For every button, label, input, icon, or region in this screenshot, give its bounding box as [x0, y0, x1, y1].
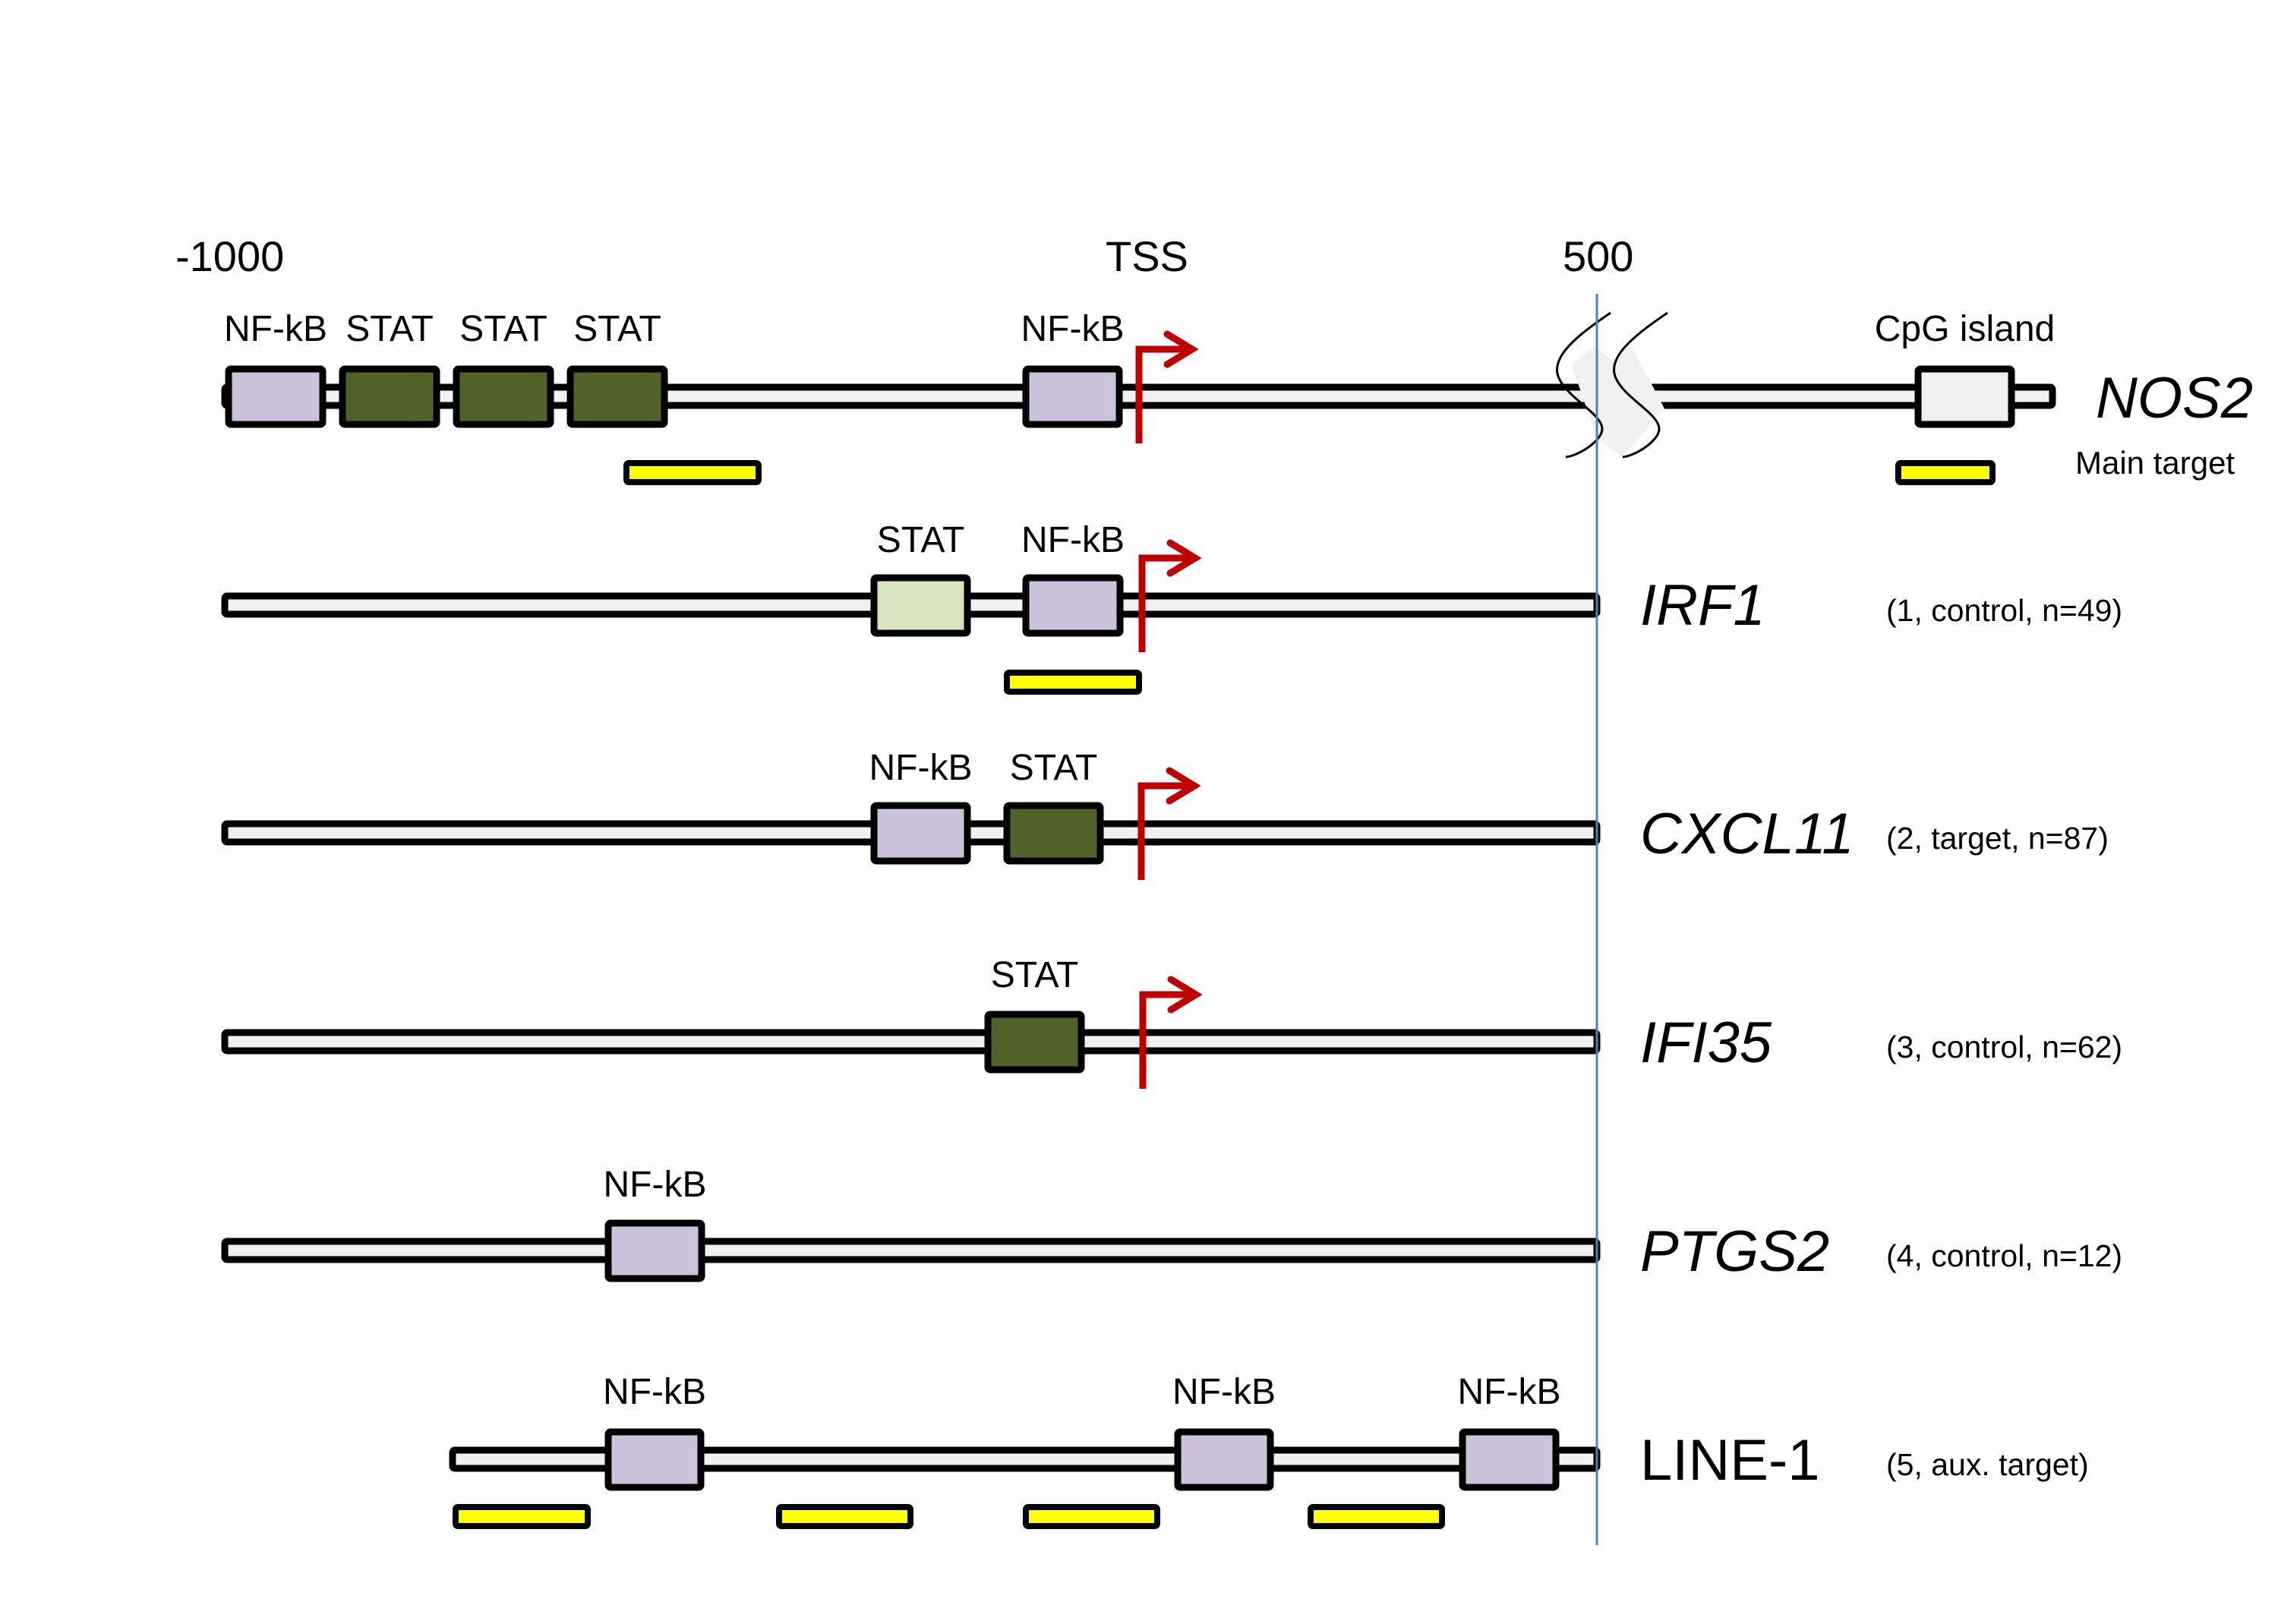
site-label: NF-kB [1458, 1372, 1561, 1412]
gene-name-label: NOS2 [2096, 366, 2253, 430]
site-label: CpG island [1875, 309, 2055, 349]
amplicon-bar [1023, 1504, 1160, 1529]
gene-note-label: (2, target, n=87) [1886, 821, 2109, 856]
site-label: NF-kB [1021, 520, 1125, 560]
stat-site-box [984, 1011, 1085, 1074]
amplicon-bar [1004, 670, 1142, 695]
amplicon-bar [623, 460, 762, 485]
gene-row-line-1: NF-kB NF-kB NF-kB LINE-1 (5, aux. target) [449, 1372, 2089, 1529]
main-target-label: Main target [2075, 445, 2235, 481]
nfkb-site-box [1022, 574, 1124, 637]
stat-site-box [1003, 802, 1104, 865]
nfkb-site-box [1022, 365, 1123, 428]
tss-arrow-icon [1138, 539, 1202, 652]
nfkb-site-box [225, 365, 327, 428]
promoter-backbone [221, 1238, 1601, 1263]
amplicon-bar [776, 1504, 913, 1529]
tss-arrow-icon [1135, 330, 1199, 443]
gene-note-label: (1, control, n=49) [1886, 593, 2122, 628]
site-label: STAT [1010, 748, 1098, 788]
axis-start-label: -1000 [175, 232, 284, 280]
site-label: STAT [459, 309, 547, 349]
axis-end-label: 500 [1563, 232, 1633, 280]
site-label: NF-kB [604, 1165, 707, 1205]
nfkb-site-box [1459, 1428, 1560, 1491]
gene-name-label: IRF1 [1640, 573, 1765, 638]
gene-row-ptgs2: NF-kB PTGS2 (4, control, n=12) [221, 1165, 2122, 1284]
gene-name-label: IFI35 [1640, 1011, 1772, 1075]
amplicon-bar [1308, 1504, 1445, 1529]
gene-note-label: (3, control, n=62) [1886, 1030, 2122, 1064]
nfkb-site-box [604, 1428, 705, 1491]
tss-arrow-icon [1137, 767, 1201, 880]
site-label: STAT [345, 309, 434, 349]
nfkb-site-box [1174, 1428, 1274, 1491]
axis-tss-label: TSS [1106, 232, 1188, 280]
stat-site-box [870, 574, 971, 637]
tss-arrow-icon [1139, 976, 1203, 1089]
site-label: STAT [991, 955, 1079, 995]
sequence-break-icon [1556, 311, 1668, 459]
gene-name-label: CXCL11 [1640, 802, 1854, 866]
gene-row-irf1: STAT NF-kB IRF1 (1, control, n=49) [221, 520, 2122, 695]
site-label: NF-kB [1172, 1372, 1276, 1412]
site-label: NF-kB [224, 309, 327, 349]
promoter-backbone [221, 1029, 1601, 1055]
nfkb-site-box [604, 1219, 705, 1282]
site-label: NF-kB [1021, 309, 1125, 349]
site-label: NF-kB [869, 748, 973, 788]
stat-site-box [339, 365, 440, 428]
site-label: STAT [573, 309, 661, 349]
stat-site-box [453, 365, 554, 428]
gene-note-label: (5, aux. target) [1886, 1447, 2089, 1482]
gene-name-label: LINE-1 [1640, 1428, 1820, 1493]
gene-row-cxcl11: NF-kB STAT CXCL11 (2, target, n=87) [221, 748, 2109, 880]
site-label: STAT [877, 520, 965, 560]
gene-note-label: (4, control, n=12) [1886, 1238, 2122, 1273]
nfkb-site-box [870, 802, 971, 865]
gene-row-ifi35: STAT IFI35 (3, control, n=62) [221, 955, 2122, 1089]
site-label: NF-kB [603, 1372, 706, 1412]
gene-name-label: PTGS2 [1640, 1219, 1829, 1284]
amplicon-bar [453, 1504, 591, 1529]
cpg-island-box [1914, 365, 2015, 428]
amplicon-bar [1895, 460, 1996, 485]
stat-site-box [566, 365, 668, 428]
